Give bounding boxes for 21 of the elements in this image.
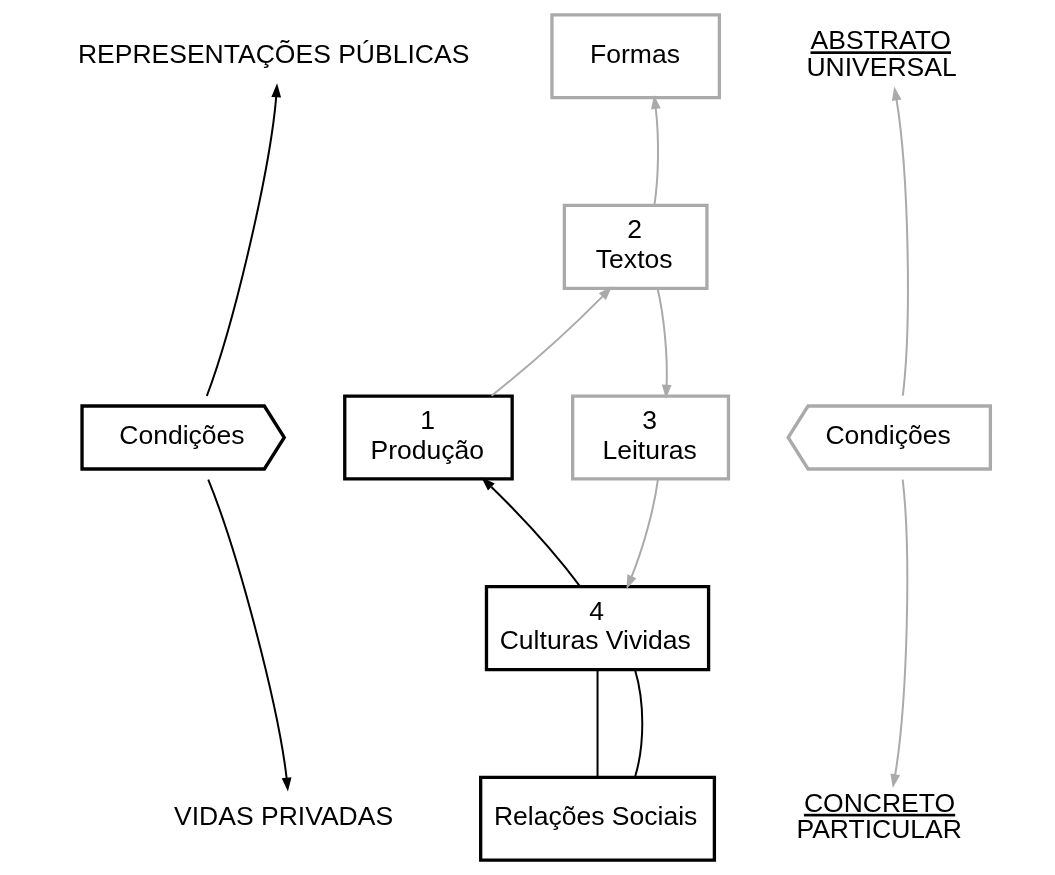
arrow [656, 287, 672, 399]
arrow [626, 478, 659, 590]
arrow [207, 478, 292, 792]
node-text: VIDAS PRIVADAS [174, 801, 394, 832]
node-box: Formas [550, 13, 721, 100]
arrow [205, 83, 282, 397]
arrow [890, 478, 909, 789]
node-box: 3 Leituras [571, 394, 731, 481]
connector [634, 668, 644, 778]
arrow [490, 286, 613, 397]
node-text: ABSTRATO UNIVERSAL [806, 25, 957, 82]
arrow [651, 95, 661, 207]
node-box: 4 Culturas Vividas [484, 585, 711, 672]
node-box: Relações Sociais [479, 775, 717, 862]
connector [596, 668, 599, 778]
arrow [891, 86, 909, 397]
node-box: 1 Produção [343, 394, 514, 481]
arrow [481, 477, 582, 588]
node-text: REPRESENTAÇÕES PÚBLICAS [77, 38, 470, 69]
node-box: 2 Textos [562, 203, 709, 290]
node-text: CONCRETO PARTICULAR [796, 787, 962, 845]
